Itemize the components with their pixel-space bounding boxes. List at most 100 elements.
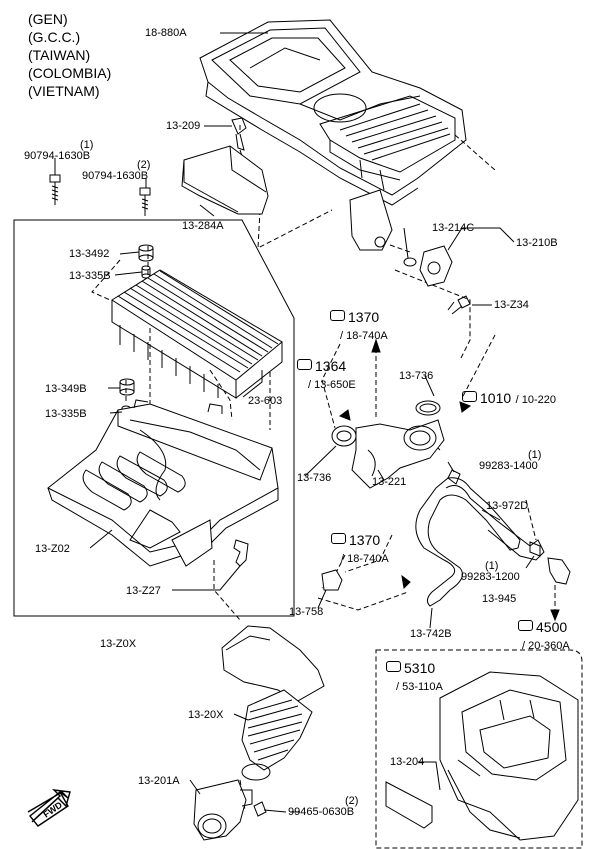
part-label-90794-1630B[interactable]: 90794-1630B bbox=[24, 150, 91, 162]
part-label-13-945[interactable]: 13-945 bbox=[482, 593, 517, 605]
part-qty-90794-2: (2) bbox=[137, 159, 151, 171]
ref-section: / 13-650E bbox=[308, 379, 356, 391]
part-label-13-736-2[interactable]: 13-736 bbox=[297, 472, 332, 484]
leader-lines bbox=[54, 32, 535, 813]
ref-number: 1370 bbox=[348, 309, 380, 325]
part-label-13-736[interactable]: 13-736 bbox=[399, 370, 434, 382]
region-list: (GEN) (G.C.C.) (TAIWAN) (COLOMBIA) (VIET… bbox=[28, 10, 111, 100]
ref-1370-b-sub: / 18-740A bbox=[341, 549, 389, 567]
ref-number: 4500 bbox=[536, 619, 568, 635]
grommet-13-349B bbox=[119, 378, 135, 396]
collar-13-335B-top bbox=[141, 265, 151, 279]
ref-1370-a-sub: / 18-740A bbox=[340, 326, 388, 344]
part-label-13-349B[interactable]: 13-349B bbox=[45, 383, 87, 395]
part-label-13-Z0X[interactable]: 13-Z0X bbox=[100, 638, 137, 650]
bolt-99465-0630B bbox=[253, 801, 287, 817]
region-item: (TAIWAN) bbox=[28, 47, 91, 63]
ref-number: 5310 bbox=[404, 660, 436, 676]
clip-13-Z27 bbox=[233, 539, 249, 567]
region-item: (VIETNAM) bbox=[28, 83, 100, 99]
part-label-13-210B[interactable]: 13-210B bbox=[516, 237, 558, 249]
part-label-13-201A[interactable]: 13-201A bbox=[138, 775, 180, 787]
bolt-90794-1 bbox=[49, 174, 61, 205]
fitting-13-758 bbox=[321, 569, 343, 591]
part-qty-99283-1400: (1) bbox=[528, 449, 542, 461]
part-label-13-Z34[interactable]: 13-Z34 bbox=[494, 299, 529, 311]
reference-icon bbox=[386, 661, 401, 673]
hose-13-742B bbox=[415, 469, 521, 607]
part-label-13-335B[interactable]: 13-335B bbox=[69, 270, 111, 282]
part-label-13-742B[interactable]: 13-742B bbox=[410, 628, 452, 640]
part-label-13-972D[interactable]: 13-972D bbox=[486, 500, 529, 512]
reference-icon bbox=[330, 310, 345, 322]
reference-arrows bbox=[338, 338, 560, 622]
fitting-13-945 bbox=[547, 557, 571, 585]
forward-arrow-icon bbox=[27, 789, 71, 827]
part-label-99283-1200[interactable]: 99283-1200 bbox=[461, 571, 520, 583]
ref-section: / 20-360A bbox=[522, 640, 570, 652]
fresh-air-duct-13-201A bbox=[193, 779, 253, 841]
ref-number: 1010 bbox=[480, 390, 512, 406]
subassembly-frame bbox=[375, 649, 583, 849]
part-label-23-603[interactable]: 23-603 bbox=[248, 395, 283, 407]
ref-number: 1364 bbox=[315, 358, 347, 374]
reference-icon bbox=[297, 359, 312, 371]
grommet-13-3492 bbox=[138, 244, 154, 262]
part-qty-99465: (2) bbox=[345, 795, 359, 807]
ref-section: / 53-110A bbox=[396, 681, 443, 693]
part-qty-90794-1: (1) bbox=[80, 139, 94, 151]
part-label-99283-1400[interactable]: 99283-1400 bbox=[479, 460, 538, 472]
reference-icon bbox=[518, 620, 533, 632]
part-label-13-3492[interactable]: 13-3492 bbox=[69, 248, 110, 260]
seal-13-204 bbox=[385, 781, 433, 829]
radiator-support-bracket bbox=[439, 671, 579, 841]
part-label-13-758[interactable]: 13-758 bbox=[289, 606, 324, 618]
region-item: (G.C.C.) bbox=[28, 29, 81, 45]
ref-section: / 10-220 bbox=[515, 394, 556, 406]
ref-section: / 18-740A bbox=[341, 553, 389, 565]
air-filter-element bbox=[111, 269, 283, 399]
ref-5310[interactable]: 5310 bbox=[386, 660, 435, 678]
part-qty-99283-1200: (1) bbox=[485, 560, 499, 572]
bolt-13-209 bbox=[231, 117, 247, 151]
resonator-duct bbox=[331, 400, 445, 489]
ref-1370-b[interactable]: 1370 bbox=[331, 532, 380, 550]
air-cleaner-cover bbox=[199, 19, 467, 251]
ref-1370-a[interactable]: 1370 bbox=[330, 309, 379, 327]
bolt-90794-2 bbox=[139, 187, 151, 216]
part-label-90794-1630B-2[interactable]: 90794-1630B bbox=[82, 170, 149, 182]
clamp-99283-1200 bbox=[529, 541, 541, 557]
region-item: (GEN) bbox=[28, 11, 68, 27]
part-label-13-221[interactable]: 13-221 bbox=[372, 476, 407, 488]
ref-1364[interactable]: 1364 bbox=[297, 358, 346, 376]
ref-4500[interactable]: 4500 bbox=[518, 619, 567, 637]
intake-hose-13-20X bbox=[221, 625, 325, 781]
duct-13-284A bbox=[181, 145, 269, 215]
ref-5310-sub: / 53-110A bbox=[396, 677, 443, 695]
part-label-13-Z02[interactable]: 13-Z02 bbox=[35, 543, 70, 555]
ref-section: / 18-740A bbox=[340, 330, 388, 342]
ref-number: 1370 bbox=[349, 532, 381, 548]
ref-1010[interactable]: 1010 / 10-220 bbox=[462, 390, 556, 408]
air-cleaner-case bbox=[47, 399, 279, 567]
assembly-box bbox=[13, 219, 295, 617]
part-label-13-335B-2[interactable]: 13-335B bbox=[45, 408, 87, 420]
sensor-13-210B bbox=[403, 245, 453, 287]
part-label-13-204[interactable]: 13-204 bbox=[390, 756, 425, 768]
ref-4500-sub: / 20-360A bbox=[522, 636, 570, 654]
part-label-18-880A[interactable]: 18-880A bbox=[145, 27, 187, 39]
reference-icon bbox=[331, 533, 346, 545]
part-label-13-284A[interactable]: 13-284A bbox=[182, 220, 224, 232]
part-label-13-Z27[interactable]: 13-Z27 bbox=[126, 585, 161, 597]
ref-1364-sub: / 13-650E bbox=[308, 375, 356, 393]
part-label-13-209[interactable]: 13-209 bbox=[166, 120, 201, 132]
screw-13-Z34 bbox=[447, 295, 471, 315]
part-label-13-20X[interactable]: 13-20X bbox=[188, 709, 224, 721]
hose-13-972D bbox=[445, 485, 545, 561]
reference-icon bbox=[462, 391, 477, 403]
part-label-13-214C[interactable]: 13-214C bbox=[432, 222, 475, 234]
part-label-99465-0630B[interactable]: 99465-0630B bbox=[288, 806, 355, 818]
region-item: (COLOMBIA) bbox=[28, 65, 112, 81]
